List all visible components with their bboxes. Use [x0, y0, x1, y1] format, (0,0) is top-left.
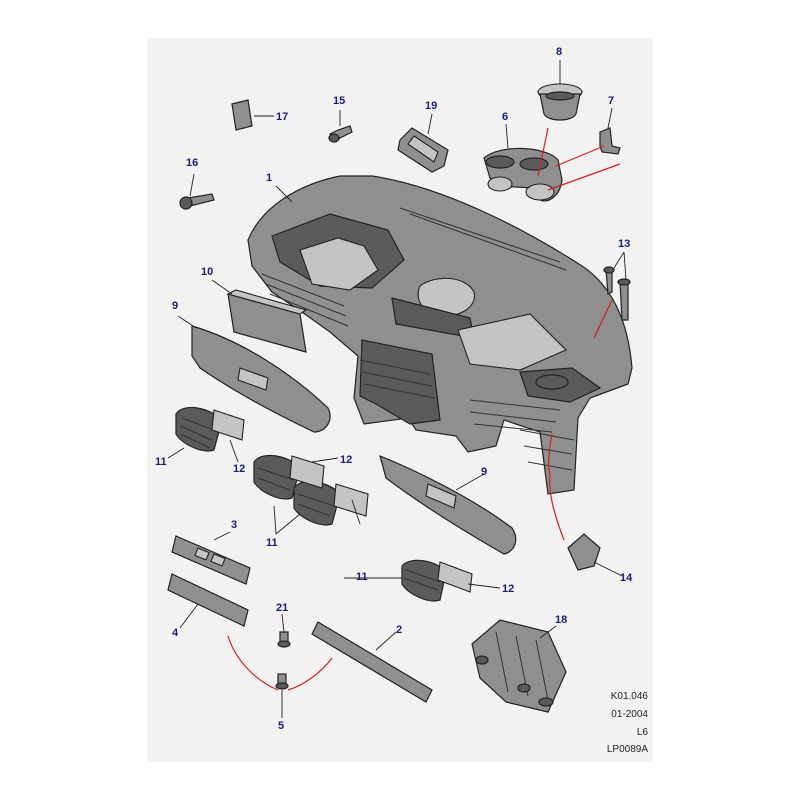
- reference-model: L6: [636, 727, 648, 738]
- callout-2: 2: [396, 624, 403, 636]
- callout-9-lower: 9: [481, 466, 488, 478]
- part-8-cup-insert: [537, 83, 583, 121]
- callout-17: 17: [276, 111, 289, 123]
- part-12-vent-surround-centre: [289, 455, 369, 517]
- part-3-switch-panel: [171, 535, 251, 585]
- part-19-bezel: [397, 127, 449, 173]
- callout-6: 6: [502, 111, 509, 123]
- callout-10: 10: [201, 266, 214, 278]
- part-15-bolt: [328, 125, 353, 143]
- callout-19: 19: [425, 100, 438, 112]
- part-18-bracket: [471, 619, 567, 713]
- part-16-screw: [179, 193, 215, 210]
- part-14-cover: [567, 533, 601, 571]
- callout-4: 4: [172, 627, 179, 639]
- callout-8: 8: [556, 46, 563, 58]
- part-7-clip: [599, 127, 621, 155]
- callout-18: 18: [555, 614, 568, 626]
- reference-plate: LP0089A: [606, 744, 648, 755]
- part-9-trim-left: [191, 325, 331, 433]
- callout-11-right: 11: [356, 571, 368, 583]
- part-4-trim-strip: [167, 573, 249, 627]
- callout-3: 3: [231, 519, 238, 531]
- callout-21: 21: [276, 602, 289, 614]
- part-2-long-strip: [311, 621, 433, 703]
- part-5-fastener: [275, 673, 289, 690]
- callout-7: 7: [608, 95, 615, 107]
- linkage-lines: [227, 127, 621, 691]
- callout-5: 5: [278, 720, 285, 732]
- part-12-vent-surround-left: [211, 409, 245, 441]
- part-21-fastener: [277, 631, 291, 648]
- part-17-block: [231, 99, 253, 131]
- callout-13: 13: [618, 238, 631, 250]
- reference-code: K01.046: [610, 691, 648, 702]
- callout-16: 16: [186, 157, 199, 169]
- callout-12-left: 12: [233, 463, 246, 475]
- part-11-vent-right: [401, 559, 447, 602]
- leader-lines: [167, 60, 627, 718]
- part-6-cup-holder: [483, 147, 563, 202]
- callout-12-centre: 12: [340, 454, 353, 466]
- callout-1: 1: [266, 172, 273, 184]
- callout-11-centre: 11: [266, 537, 278, 549]
- reference-date: 01-2004: [611, 709, 648, 720]
- callout-14: 14: [620, 572, 633, 584]
- callout-12-right: 12: [502, 583, 515, 595]
- part-12-vent-surround-right: [437, 561, 473, 593]
- callout-15: 15: [333, 95, 346, 107]
- part-10-module: [226, 289, 308, 353]
- callout-9-upper: 9: [172, 300, 179, 312]
- part-13-pins: [603, 266, 631, 321]
- callout-11-left: 11: [155, 456, 167, 468]
- part-11-vent-left: [175, 406, 223, 452]
- part-9-trim-right: [379, 454, 517, 555]
- part-1-dashboard: [247, 175, 633, 495]
